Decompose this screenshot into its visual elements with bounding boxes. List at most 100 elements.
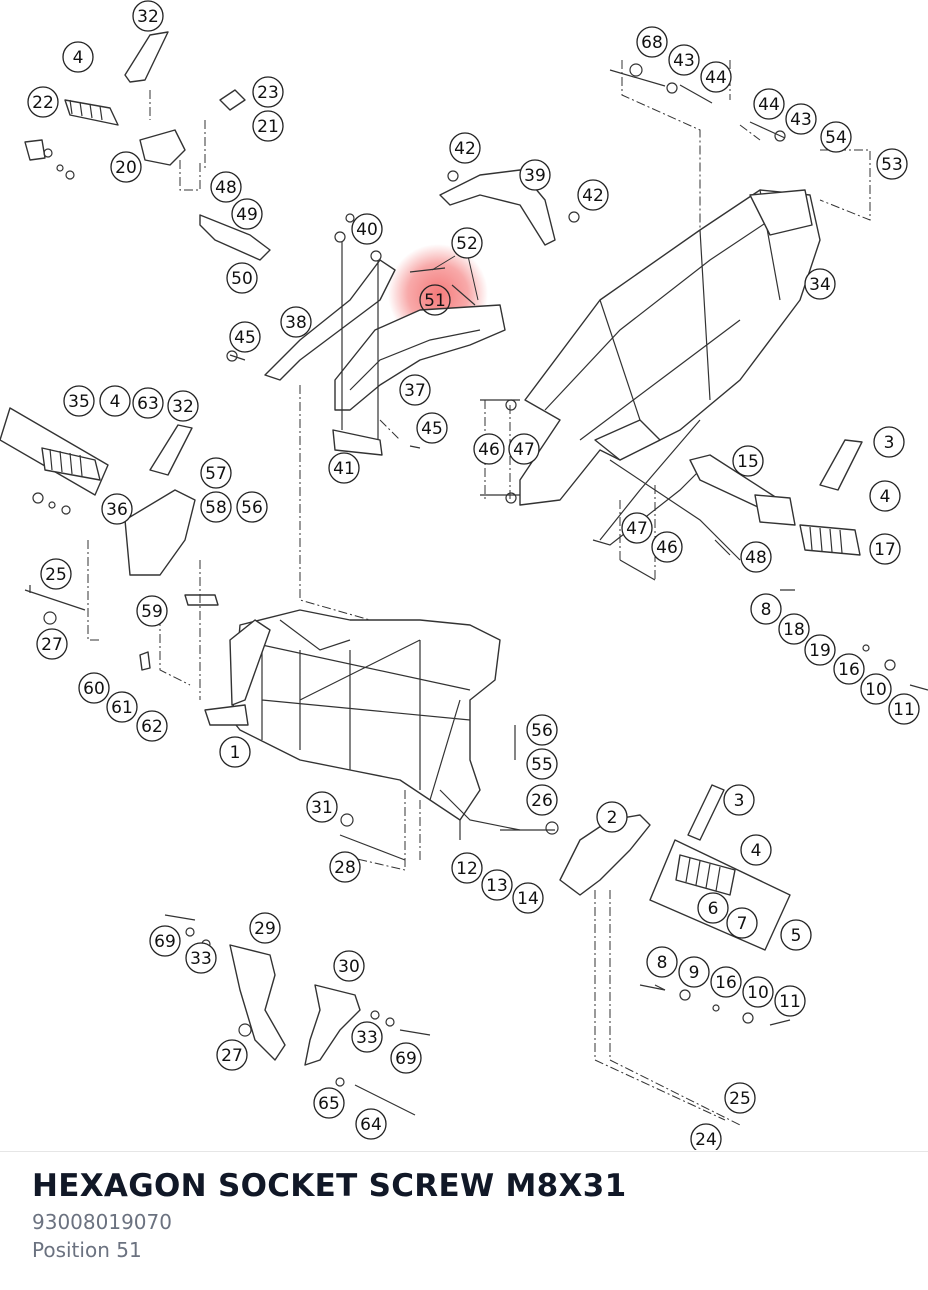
callout-21[interactable]: 21 — [252, 110, 284, 142]
callout-41[interactable]: 41 — [328, 452, 360, 484]
callout-14[interactable]: 14 — [512, 882, 544, 914]
callout-13[interactable]: 13 — [481, 869, 513, 901]
callout-48[interactable]: 48 — [210, 171, 242, 203]
callout-2[interactable]: 2 — [596, 801, 628, 833]
callout-27[interactable]: 27 — [216, 1039, 248, 1071]
callout-46[interactable]: 46 — [651, 531, 683, 563]
callout-1[interactable]: 1 — [219, 736, 251, 768]
callout-33[interactable]: 33 — [185, 942, 217, 974]
callout-44[interactable]: 44 — [700, 61, 732, 93]
callout-39[interactable]: 39 — [519, 159, 551, 191]
callout-4[interactable]: 4 — [62, 41, 94, 73]
callout-16[interactable]: 16 — [710, 966, 742, 998]
callout-49[interactable]: 49 — [231, 198, 263, 230]
callout-4[interactable]: 4 — [740, 834, 772, 866]
callout-3[interactable]: 3 — [873, 426, 905, 458]
callout-38[interactable]: 38 — [280, 306, 312, 338]
callout-56[interactable]: 56 — [526, 714, 558, 746]
callout-40[interactable]: 40 — [351, 213, 383, 245]
callout-44[interactable]: 44 — [753, 88, 785, 120]
callout-56[interactable]: 56 — [236, 491, 268, 523]
callout-36[interactable]: 36 — [101, 493, 133, 525]
callout-number: 35 — [68, 392, 90, 412]
callout-number: 44 — [758, 95, 780, 115]
callout-46[interactable]: 46 — [473, 433, 505, 465]
callout-35[interactable]: 35 — [63, 385, 95, 417]
callout-11[interactable]: 11 — [888, 693, 920, 725]
callout-5[interactable]: 5 — [780, 919, 812, 951]
callout-68[interactable]: 68 — [636, 26, 668, 58]
callout-45[interactable]: 45 — [229, 321, 261, 353]
callout-31[interactable]: 31 — [306, 791, 338, 823]
callout-number: 63 — [137, 394, 159, 414]
callout-12[interactable]: 12 — [451, 852, 483, 884]
callout-22[interactable]: 22 — [27, 86, 59, 118]
callout-25[interactable]: 25 — [40, 558, 72, 590]
callout-34[interactable]: 34 — [804, 268, 836, 300]
callout-26[interactable]: 26 — [526, 784, 558, 816]
callout-4[interactable]: 4 — [99, 385, 131, 417]
callout-number: 61 — [111, 698, 133, 718]
callout-32[interactable]: 32 — [167, 390, 199, 422]
callout-number: 68 — [641, 33, 663, 53]
callout-53[interactable]: 53 — [876, 148, 908, 180]
callout-10[interactable]: 10 — [860, 673, 892, 705]
callout-17[interactable]: 17 — [869, 533, 901, 565]
callout-55[interactable]: 55 — [526, 748, 558, 780]
callout-64[interactable]: 64 — [355, 1108, 387, 1140]
callout-51[interactable]: 51 — [419, 284, 451, 316]
callout-number: 69 — [395, 1049, 417, 1069]
callout-number: 65 — [318, 1094, 340, 1114]
callout-50[interactable]: 50 — [226, 262, 258, 294]
callout-47[interactable]: 47 — [508, 433, 540, 465]
callout-24[interactable]: 24 — [690, 1123, 722, 1150]
callout-3[interactable]: 3 — [723, 784, 755, 816]
callout-23[interactable]: 23 — [252, 76, 284, 108]
callout-43[interactable]: 43 — [785, 103, 817, 135]
callout-60[interactable]: 60 — [78, 672, 110, 704]
callout-18[interactable]: 18 — [778, 613, 810, 645]
callout-8[interactable]: 8 — [646, 946, 678, 978]
callout-42[interactable]: 42 — [449, 132, 481, 164]
callout-10[interactable]: 10 — [742, 976, 774, 1008]
callout-6[interactable]: 6 — [697, 892, 729, 924]
callout-37[interactable]: 37 — [399, 374, 431, 406]
callout-33[interactable]: 33 — [351, 1021, 383, 1053]
callout-69[interactable]: 69 — [149, 925, 181, 957]
callout-52[interactable]: 52 — [451, 227, 483, 259]
callout-7[interactable]: 7 — [726, 907, 758, 939]
callout-9[interactable]: 9 — [678, 956, 710, 988]
callout-number: 42 — [454, 139, 476, 159]
callout-number: 62 — [141, 717, 163, 737]
callout-43[interactable]: 43 — [668, 44, 700, 76]
callout-48[interactable]: 48 — [740, 541, 772, 573]
callout-29[interactable]: 29 — [249, 912, 281, 944]
callout-47[interactable]: 47 — [621, 512, 653, 544]
callout-65[interactable]: 65 — [313, 1087, 345, 1119]
callout-57[interactable]: 57 — [200, 457, 232, 489]
callout-63[interactable]: 63 — [132, 387, 164, 419]
callout-54[interactable]: 54 — [820, 121, 852, 153]
callout-62[interactable]: 62 — [136, 710, 168, 742]
callout-number: 22 — [32, 93, 54, 113]
callout-61[interactable]: 61 — [106, 691, 138, 723]
callout-69[interactable]: 69 — [390, 1042, 422, 1074]
callout-42[interactable]: 42 — [577, 179, 609, 211]
callout-20[interactable]: 20 — [110, 151, 142, 183]
callout-19[interactable]: 19 — [804, 634, 836, 666]
callout-11[interactable]: 11 — [774, 985, 806, 1017]
callout-32[interactable]: 32 — [132, 0, 164, 32]
callout-number: 27 — [41, 635, 63, 655]
callout-25[interactable]: 25 — [724, 1082, 756, 1114]
callout-58[interactable]: 58 — [200, 491, 232, 523]
callout-8[interactable]: 8 — [750, 593, 782, 625]
callout-30[interactable]: 30 — [333, 950, 365, 982]
callout-number: 33 — [190, 949, 212, 969]
callout-16[interactable]: 16 — [833, 653, 865, 685]
callout-45[interactable]: 45 — [416, 412, 448, 444]
callout-27[interactable]: 27 — [36, 628, 68, 660]
callout-59[interactable]: 59 — [136, 595, 168, 627]
callout-28[interactable]: 28 — [329, 851, 361, 883]
callout-15[interactable]: 15 — [732, 445, 764, 477]
callout-4[interactable]: 4 — [869, 480, 901, 512]
